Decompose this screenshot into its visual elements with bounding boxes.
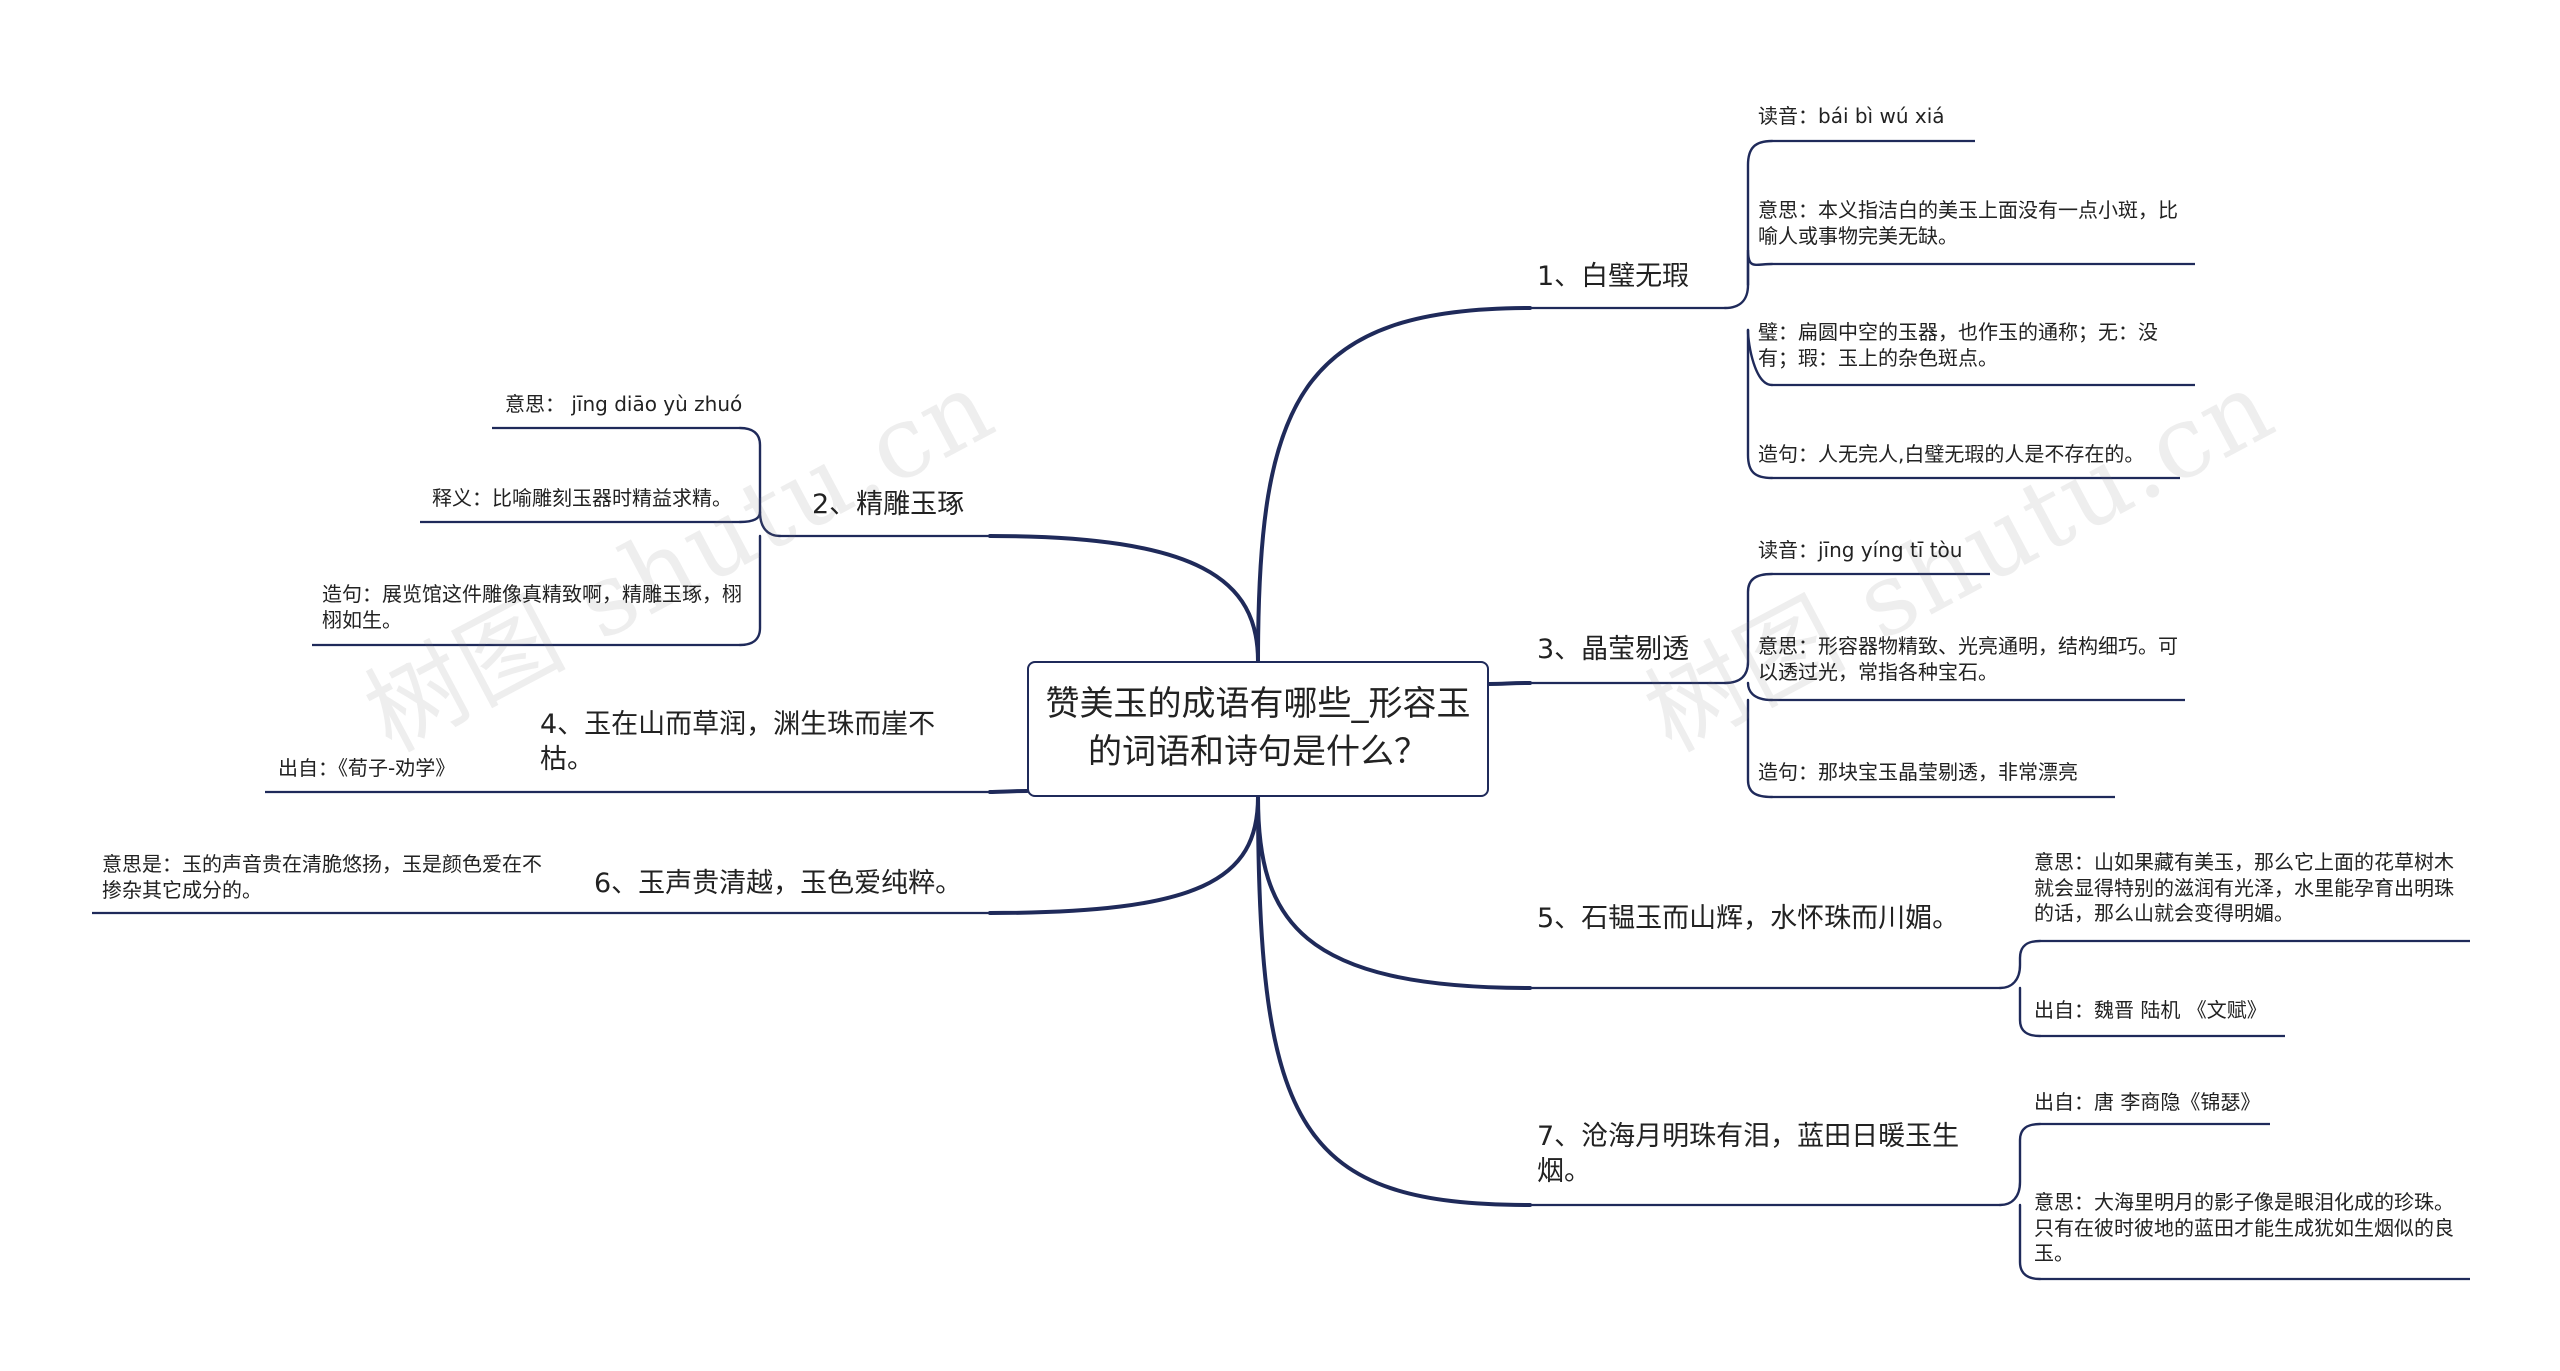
branch-2-leaf-example: 造句：展览馆这件雕像真精致啊，精雕玉琢，栩栩如生。 <box>322 582 742 632</box>
branch-7-leaf-source: 出自：唐 李商隐《锦瑟》 <box>2034 1090 2261 1114</box>
branch-3-leaf-pronunciation: 读音：jīng yíng tī tòu <box>1758 538 1963 562</box>
branch-1-leaf-meaning: 意思：本义指洁白的美玉上面没有一点小斑，比喻人或事物完美无缺。 <box>1758 198 2178 248</box>
branch-7-title[interactable]: 7、沧海月明珠有泪，蓝田日暖玉生烟。 <box>1537 1121 1960 1187</box>
branch-1-leaf-pronunciation: 读音：bái bì wú xiá <box>1758 104 1945 128</box>
branch-5-title[interactable]: 5、石韫玉而山辉，水怀珠而川媚。 <box>1537 903 1960 934</box>
branch-5-leaf-meaning: 意思：山如果藏有美玉，那么它上面的花草树木就会显得特别的滋润有光泽，水里能孕育出… <box>2034 850 2454 926</box>
branch-6-leaf-meaning: 意思是：玉的声音贵在清脆悠扬，玉是颜色爱在不掺杂其它成分的。 <box>102 852 542 902</box>
branch-2-leaf-definition: 释义：比喻雕刻玉器时精益求精。 <box>432 486 732 510</box>
branch-2-title[interactable]: 2、精雕玉琢 <box>812 489 965 520</box>
branch-3-title[interactable]: 3、晶莹剔透 <box>1537 634 1690 665</box>
branch-1-leaf-example: 造句：人无完人,白璧无瑕的人是不存在的。 <box>1758 442 2145 466</box>
root-topic[interactable]: 赞美玉的成语有哪些_形容玉的词语和诗句是什么？ <box>1027 661 1489 797</box>
branch-3-leaf-meaning: 意思：形容器物精致、光亮通明，结构细巧。可以透过光，常指各种宝石。 <box>1758 634 2178 684</box>
branch-6-title[interactable]: 6、玉声贵清越，玉色爱纯粹。 <box>594 868 963 899</box>
branch-2-leaf-pronunciation: 意思： jīng diāo yù zhuó <box>505 392 743 416</box>
branch-1-leaf-explanation: 璧：扁圆中空的玉器，也作玉的通称；无：没有；瑕：玉上的杂色斑点。 <box>1758 320 2158 370</box>
root-title: 赞美玉的成语有哪些_形容玉的词语和诗句是什么？ <box>1045 684 1471 772</box>
branch-1-title[interactable]: 1、白璧无瑕 <box>1537 261 1690 292</box>
branch-3-leaf-example: 造句：那块宝玉晶莹剔透，非常漂亮 <box>1758 760 2078 784</box>
branch-7-leaf-meaning: 意思：大海里明月的影子像是眼泪化成的珍珠。只有在彼时彼地的蓝田才能生成犹如生烟似… <box>2034 1190 2454 1266</box>
branch-4-leaf-source: 出自：《荀子-劝学》 <box>278 756 456 780</box>
branch-4-title[interactable]: 4、玉在山而草润，渊生珠而崖不枯。 <box>540 709 936 775</box>
branch-5-leaf-source: 出自：魏晋 陆机 《文赋》 <box>2034 998 2267 1022</box>
